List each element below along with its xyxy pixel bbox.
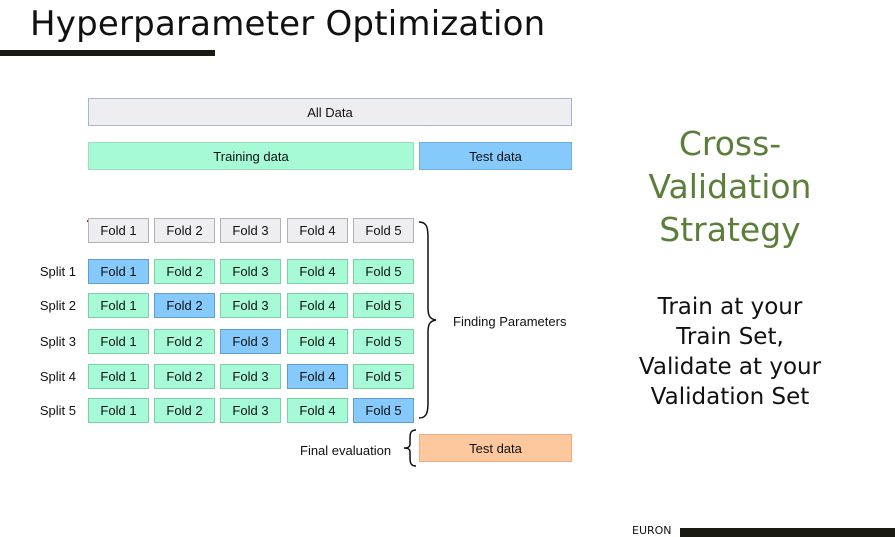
fold-cell: Fold 3 [220, 364, 281, 389]
fold-cell-validation: Fold 3 [220, 329, 281, 354]
fold-cell: Fold 1 [88, 398, 149, 423]
fold-cell-validation: Fold 2 [154, 293, 215, 318]
fold-cell: Fold 5 [353, 259, 414, 284]
fold-cell: Fold 1 [88, 364, 149, 389]
training-data-box: Training data [88, 142, 414, 170]
finding-parameters-brace [418, 221, 437, 419]
fold-cell: Fold 1 [88, 329, 149, 354]
split-label: Split 3 [39, 334, 76, 349]
body-line: Train at your [657, 294, 803, 320]
cross-validation-description: Train at your Train Set, Validate at you… [620, 292, 840, 412]
fold-cell: Fold 4 [287, 293, 348, 318]
fold-cell: Fold 5 [353, 329, 414, 354]
heading-line: Validation [648, 167, 812, 206]
final-test-data-box: Test data [419, 434, 572, 462]
final-evaluation-label: Final evaluation [300, 443, 392, 458]
fold-header-cell: Fold 5 [353, 218, 414, 243]
body-line: Validation Set [650, 384, 810, 410]
fold-header-cell: Fold 1 [88, 218, 149, 243]
footer-brand: EURON [632, 524, 672, 537]
final-evaluation-brace [403, 429, 417, 467]
fold-header-cell: Fold 3 [220, 218, 281, 243]
cross-validation-heading: Cross- Validation Strategy [625, 122, 835, 251]
fold-cell: Fold 1 [88, 293, 149, 318]
fold-cell: Fold 2 [154, 364, 215, 389]
footer-bar [680, 528, 895, 537]
fold-cell: Fold 2 [154, 329, 215, 354]
fold-cell-validation: Fold 5 [353, 398, 414, 423]
fold-cell: Fold 5 [353, 364, 414, 389]
fold-header-cell: Fold 2 [154, 218, 215, 243]
all-data-box: All Data [88, 98, 572, 126]
fold-cell: Fold 2 [154, 398, 215, 423]
body-line: Validate at your [638, 354, 822, 380]
split-label: Split 5 [39, 403, 76, 418]
heading-line: Strategy [659, 210, 801, 249]
fold-cell: Fold 4 [287, 259, 348, 284]
slide-title: Hyperparameter Optimization [30, 4, 546, 44]
test-data-box: Test data [419, 142, 572, 170]
fold-cell: Fold 4 [287, 398, 348, 423]
fold-cell-validation: Fold 4 [287, 364, 348, 389]
fold-cell-validation: Fold 1 [88, 259, 149, 284]
fold-cell: Fold 3 [220, 259, 281, 284]
finding-parameters-label: Finding Parameters [453, 314, 567, 329]
fold-cell: Fold 2 [154, 259, 215, 284]
split-label: Split 1 [39, 264, 76, 279]
fold-cell: Fold 5 [353, 293, 414, 318]
split-label: Split 2 [39, 298, 76, 313]
title-underline-bar [0, 50, 215, 56]
body-line: Train Set, [676, 324, 784, 350]
split-label: Split 4 [39, 369, 76, 384]
fold-cell: Fold 3 [220, 293, 281, 318]
fold-cell: Fold 3 [220, 398, 281, 423]
fold-cell: Fold 4 [287, 329, 348, 354]
fold-header-cell: Fold 4 [287, 218, 348, 243]
heading-line: Cross- [678, 124, 782, 163]
